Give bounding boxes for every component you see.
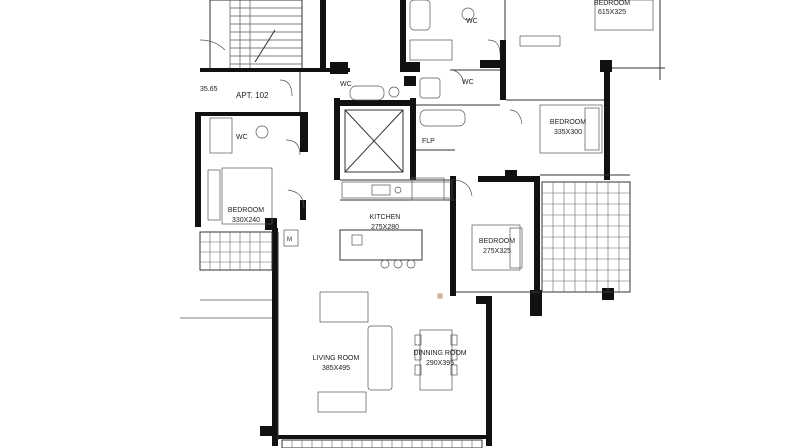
door-swings <box>279 39 523 209</box>
room-name-bedroom-top-right: BEDROOM <box>594 0 630 7</box>
balcony-bottom <box>281 439 483 448</box>
room-name-bedroom-left: BEDROOM <box>228 207 264 214</box>
walls <box>195 0 614 446</box>
room-name-bedroom-right: BEDROOM <box>550 119 586 126</box>
beds <box>411 0 654 271</box>
room-labels: 35.65 APT. 102 BEDROOM 615X325 BEDROOM 3… <box>200 0 630 372</box>
apartment-label: APT. 102 <box>236 91 269 100</box>
flp-label: FLP <box>422 138 435 145</box>
wc-label: WC <box>340 81 352 88</box>
balcony-left <box>199 231 273 271</box>
wc-label: WC <box>462 79 474 86</box>
elevator-shaft <box>344 109 404 173</box>
room-size-bedroom-middle: 275X325 <box>483 248 511 255</box>
room-name-bedroom-middle: BEDROOM <box>479 238 515 245</box>
room-name-living-room: LIVING ROOM <box>313 355 360 362</box>
room-size-bedroom-right: 335X300 <box>554 129 582 136</box>
bathroom-fixtures <box>207 0 475 247</box>
level-mark: 35.65 <box>200 86 218 93</box>
room-size-bedroom-top-right: 615X325 <box>598 9 626 16</box>
meter-label: M <box>287 237 292 243</box>
interior-lines <box>180 0 665 440</box>
balcony-right <box>541 181 631 293</box>
living-furniture <box>317 291 458 413</box>
staircase <box>199 0 303 71</box>
room-name-kitchen: KITCHEN <box>370 214 401 221</box>
room-size-bedroom-left: 330X240 <box>232 217 260 224</box>
room-name-dining-room: DINNING ROOM <box>413 350 466 357</box>
wc-label: WC <box>236 134 248 141</box>
kitchen-counter <box>339 181 453 269</box>
room-size-kitchen: 275X280 <box>371 224 399 231</box>
room-size-living-room: 385X495 <box>322 365 350 372</box>
room-size-dining-room: 290X395 <box>426 360 454 367</box>
wc-label: WC <box>466 18 478 25</box>
